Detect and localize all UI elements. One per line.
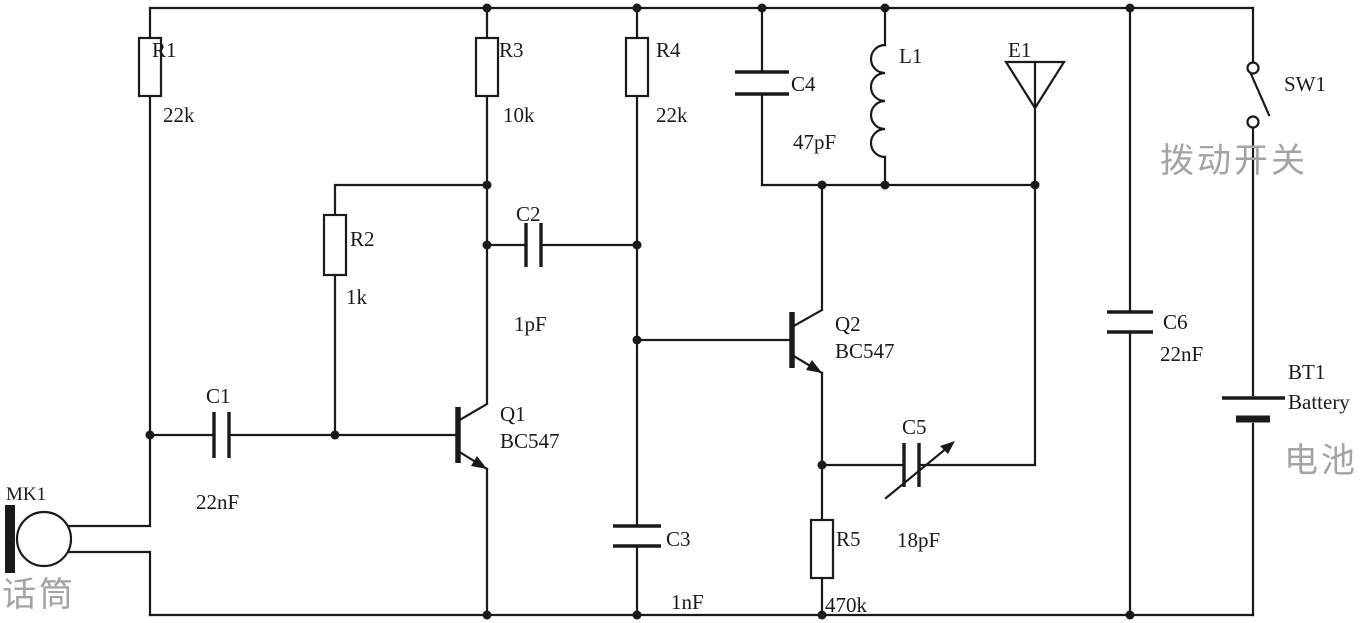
l1-ref-label: L1	[899, 44, 922, 68]
c2-ref-label: C2	[516, 202, 541, 226]
antenna-e1-symbol	[1004, 60, 1066, 111]
labels: R1 22k R3 10k R4 22k C4 47pF L1 E1 SW1 拨…	[2, 38, 1358, 617]
r3-ref-label: R3	[499, 38, 524, 62]
mic-capsule	[15, 510, 73, 568]
capacitor-c1-symbol	[212, 412, 231, 458]
c6-value-label: 22nF	[1160, 342, 1203, 366]
q2-collector-lead	[790, 308, 824, 329]
c1-ref-label: C1	[206, 384, 231, 408]
sw1-ref-label: SW1	[1284, 72, 1326, 96]
junction-dots	[145, 3, 1135, 620]
q1-part-label: BC547	[500, 429, 560, 453]
wire-mic-ground	[66, 550, 152, 617]
resistor-r1-symbol	[137, 36, 163, 98]
switch-sw1-symbol	[1246, 61, 1271, 129]
sw1-annotation-label: 拨动开关	[1160, 142, 1308, 180]
c5-trimmer-arrow-shaft	[884, 445, 950, 500]
sw1-terminal-bottom	[1246, 115, 1260, 129]
sw1-terminal-top	[1246, 61, 1260, 75]
wires	[66, 6, 1255, 617]
r5-value-label: 470k	[825, 593, 868, 617]
capacitor-c2-symbol	[524, 223, 543, 267]
capacitor-c5-variable-symbol	[884, 441, 955, 500]
bt1-name-label: Battery	[1288, 390, 1350, 414]
c4-value-label: 47pF	[793, 130, 836, 154]
bt1-annotation-label: 电池	[1284, 442, 1358, 480]
resistor-r2-symbol	[322, 213, 348, 277]
resistor-r4-symbol	[624, 36, 650, 98]
c3-value-label: 1nF	[671, 590, 704, 614]
mk1-annotation-label: 话筒	[2, 576, 76, 614]
transistor-q2-symbol	[789, 308, 824, 375]
bt1-ref-label: BT1	[1288, 360, 1325, 384]
capacitor-c3-symbol	[613, 524, 661, 548]
resistor-r5-symbol	[809, 518, 835, 580]
c3-ref-label: C3	[666, 527, 691, 551]
c5-value-label: 18pF	[897, 528, 940, 552]
r3-value-label: 10k	[503, 103, 535, 127]
battery-bt1-symbol	[1222, 396, 1285, 423]
r4-ref-label: R4	[656, 38, 681, 62]
q2-part-label: BC547	[835, 339, 895, 363]
c4-ref-label: C4	[791, 72, 816, 96]
microphone-mk1-symbol	[5, 505, 73, 573]
wire-r2-top	[333, 183, 489, 217]
mic-back-plate	[5, 505, 15, 573]
wire-mic-plus-node	[66, 94, 152, 528]
r1-ref-label: R1	[152, 38, 177, 62]
inductor-l1-symbol	[869, 43, 887, 159]
r5-ref-label: R5	[836, 527, 861, 551]
q1-ref-label: Q1	[500, 402, 526, 426]
q1-collector-lead	[456, 402, 489, 423]
c5-ref-label: C5	[902, 415, 927, 439]
q1-emitter-arrowhead	[471, 456, 487, 469]
capacitor-c6-symbol	[1107, 310, 1153, 334]
c2-value-label: 1pF	[514, 312, 547, 336]
e1-ref-label: E1	[1008, 38, 1031, 62]
r2-value-label: 1k	[346, 285, 368, 309]
transistor-q1-symbol	[455, 402, 489, 471]
mk1-ref-label: MK1	[6, 484, 46, 505]
sw1-lever	[1249, 72, 1271, 117]
r2-ref-label: R2	[350, 227, 375, 251]
r1-value-label: 22k	[163, 103, 195, 127]
c5-trimmer-arrowhead	[940, 441, 955, 454]
resistor-r3-symbol	[474, 36, 500, 98]
q2-emitter-arrowhead	[806, 360, 822, 373]
capacitor-c4-symbol	[735, 70, 789, 96]
q2-ref-label: Q2	[835, 312, 861, 336]
r4-value-label: 22k	[656, 103, 688, 127]
c1-value-label: 22nF	[196, 490, 239, 514]
c6-ref-label: C6	[1163, 310, 1188, 334]
